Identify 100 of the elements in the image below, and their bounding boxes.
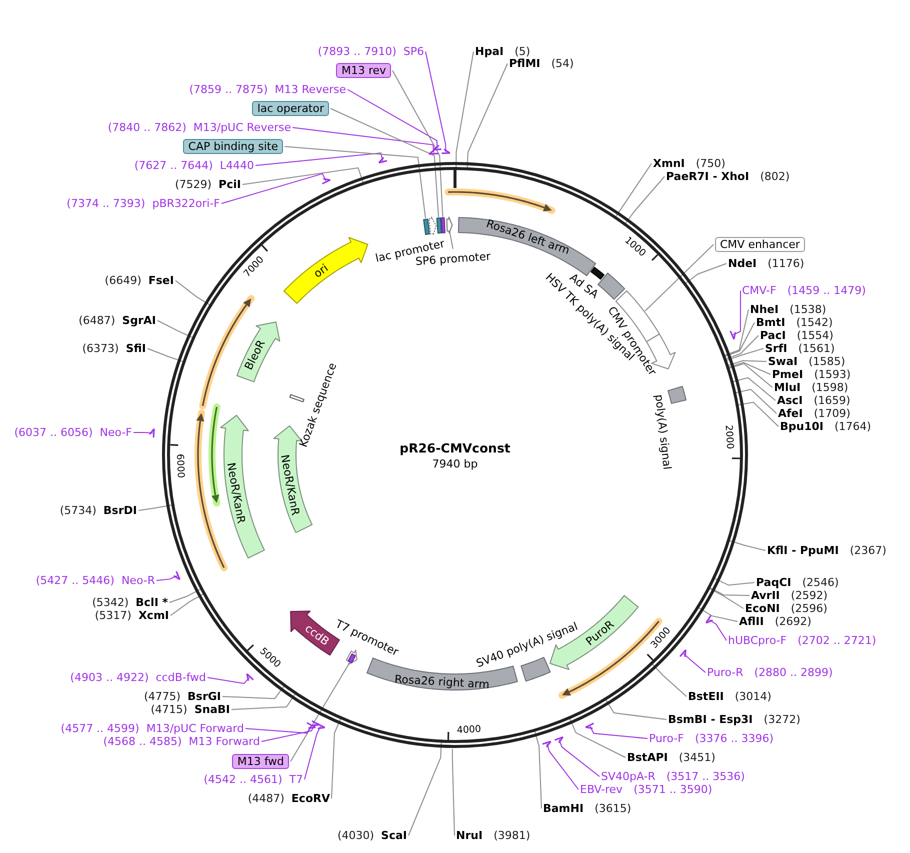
leader-line <box>696 606 738 622</box>
leader-line <box>242 167 364 186</box>
primer-label: CMV-F (1459 .. 1479) <box>742 284 866 297</box>
enzyme-site-label: (6373) SfiI <box>82 342 146 355</box>
enzyme-site-label: AvrII (2592) <box>751 589 828 602</box>
enzyme-site-label: (4030) ScaI <box>337 829 407 842</box>
primer-label: hUBCpro-F (2702 .. 2721) <box>728 634 876 647</box>
feature-block <box>445 215 454 235</box>
enzyme-site-label: SrfI (1561) <box>765 342 835 355</box>
leader-line <box>261 723 316 742</box>
primer-label: (4568 .. 4585) M13 Forward <box>103 735 260 748</box>
feature-block <box>422 217 431 236</box>
tick-label: 2000 <box>722 424 737 450</box>
feature-tag: CMV enhancer <box>715 237 805 252</box>
enzyme-site-label: (5734) BsrDI <box>60 504 137 517</box>
primer-mark <box>427 148 440 156</box>
enzyme-site-label: BstEII (3014) <box>688 690 772 703</box>
leader-line <box>623 176 665 226</box>
leader-line <box>207 677 250 684</box>
primer-mark <box>310 719 321 728</box>
enzyme-site-label: (4487) EcoRV <box>248 792 330 805</box>
primer-mark <box>704 614 715 625</box>
tick-label: 4000 <box>457 722 482 737</box>
enzyme-site-label: NruI (3981) <box>456 829 530 842</box>
primer-mark <box>377 155 389 165</box>
feature-tag: M13 rev <box>336 63 391 78</box>
feature-block <box>439 216 447 235</box>
enzyme-site-label: Bpu10I (1764) <box>780 420 872 433</box>
leader-line <box>558 739 600 777</box>
feature-segment: NeoR/KanR <box>219 413 266 560</box>
enzyme-site-label: BstAPI (3451) <box>627 751 716 764</box>
enzyme-site-label: PaqCI (2546) <box>756 576 839 589</box>
leader-line <box>452 748 455 836</box>
primer-mark <box>245 672 255 683</box>
leader-line <box>425 51 446 153</box>
leader-line <box>169 587 204 603</box>
leader-line <box>644 244 714 312</box>
enzyme-site-label: (7529) PciI <box>174 178 241 191</box>
primer-mark <box>148 427 156 440</box>
leader-line <box>245 726 312 734</box>
enzyme-site-label: PacI (1554) <box>760 329 834 342</box>
enzyme-site-label: BamHI (3615) <box>543 802 632 815</box>
primer-mark <box>584 721 596 730</box>
leader-line <box>175 280 212 307</box>
feature-bar <box>589 265 606 281</box>
primer-mark <box>553 735 565 745</box>
feature-block <box>596 271 627 301</box>
leader-line <box>614 163 652 220</box>
enzyme-site-label: PaeR7I - XhoI (802) <box>666 170 790 183</box>
leader-line <box>222 684 286 700</box>
leader-line <box>683 653 706 673</box>
primer-mark <box>172 569 182 581</box>
plasmid-size: 7940 bp <box>432 458 478 470</box>
leader-line <box>255 152 384 166</box>
primer-label: EBV-rev (3571 .. 3590) <box>580 783 712 796</box>
tick-label: 6000 <box>173 454 188 479</box>
primer-mark <box>320 177 332 186</box>
primer-label: (4577 .. 4599) M13/pUC Forward <box>60 722 244 735</box>
feature-label: poly(A) signal <box>652 394 674 470</box>
plasmid-name: pR26-CMVconst <box>400 442 510 454</box>
primer-mark <box>315 722 327 731</box>
enzyme-site-label: BmtI (1542) <box>756 316 833 329</box>
feature-block <box>288 393 306 404</box>
leader-line <box>732 290 741 336</box>
feature-block <box>427 215 438 237</box>
leader-line <box>392 70 444 218</box>
feature-tag: lac operator <box>252 101 329 116</box>
primer-label: Puro-F (3376 .. 3396) <box>649 732 774 745</box>
enzyme-site-label: NheI (1538) <box>750 303 826 316</box>
enzyme-site-label: KflI - PpuMI (2367) <box>767 544 886 557</box>
leader-line <box>683 263 727 286</box>
primer-label: (7893 .. 7910) SP6 <box>318 45 424 58</box>
primer-mark <box>305 721 318 730</box>
enzyme-site-label: (6649) FseI <box>104 274 174 287</box>
feature-tag: CAP binding site <box>183 139 283 154</box>
primer-label: (4542 .. 4561) T7 <box>204 773 303 786</box>
leader-line <box>723 335 759 360</box>
primer-label: (7840 .. 7862) M13/pUC Reverse <box>108 121 291 134</box>
enzyme-site-label: (4715) SnaBI <box>150 703 230 716</box>
primer-mark <box>728 329 737 341</box>
leader-line <box>284 146 426 219</box>
enzyme-site-label: HpaI (5) <box>475 45 530 58</box>
leader-line <box>650 662 687 697</box>
enzyme-site-label: PflMI (54) <box>509 57 574 70</box>
feature-block <box>666 384 688 405</box>
primer-label: (6037 .. 6056) Neo-F <box>14 426 132 439</box>
leader-line <box>347 89 438 149</box>
primer-label: (5427 .. 5446) Neo-R <box>36 574 155 587</box>
primer-mark <box>540 739 553 749</box>
enzyme-site-label: MluI (1598) <box>774 381 848 394</box>
enzyme-site-label: AflII (2692) <box>739 615 812 628</box>
feature-segment: ori <box>282 236 370 305</box>
enzyme-site-label: NdeI (1176) <box>728 257 804 270</box>
enzyme-site-label: (5317) XcmI <box>94 609 169 622</box>
enzyme-site-label: BsmBI - Esp3I (3272) <box>668 713 800 726</box>
leader-line <box>292 127 434 154</box>
enzyme-site-label: AscI (1659) <box>777 394 850 407</box>
enzyme-site-label: XmnI (750) <box>653 157 726 170</box>
primer-label: SV40pA-R (3517 .. 3536) <box>601 770 745 783</box>
primer-mark <box>678 648 688 659</box>
